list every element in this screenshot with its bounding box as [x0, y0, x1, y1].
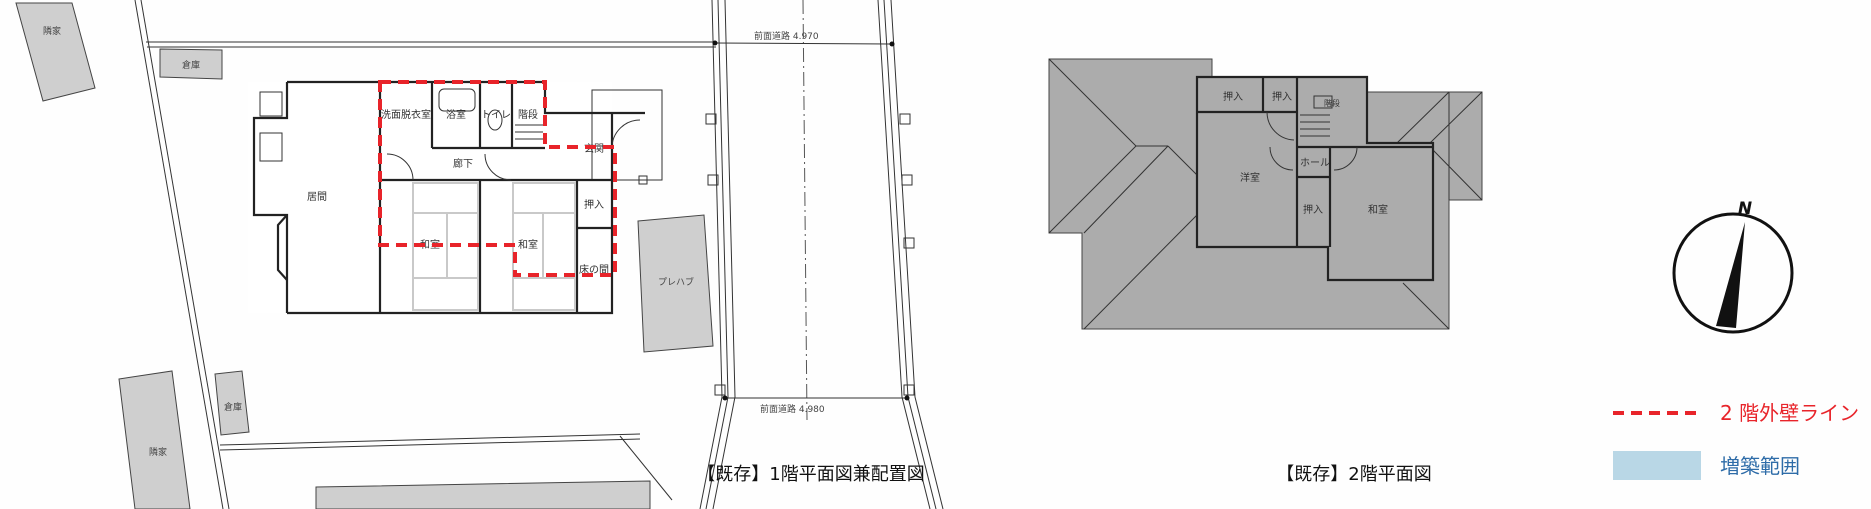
walls-2f [1197, 77, 1433, 247]
plan2-title: 【既存】2階平面図 [1276, 464, 1431, 485]
porch [591, 89, 663, 181]
site-boundary-west-inner [140, 0, 230, 509]
site-boundary-south-inner [219, 438, 641, 451]
building-bottom [315, 480, 651, 509]
roof [1048, 58, 1483, 330]
legend: 2 階外壁ライン 増築範囲 [1613, 401, 1859, 480]
room-closet-2: 押入 [1272, 90, 1292, 103]
north-compass: N [1672, 199, 1794, 334]
tatami-mats [412, 182, 576, 311]
stove [259, 91, 283, 117]
compass-north-label: N [1738, 199, 1752, 219]
house-1f: 居間 洗面脱衣室 浴室 トイレ 階段 廊下 和室 和室 押入 床の間 玄関 [248, 80, 663, 315]
room-bath: 浴室 [446, 108, 466, 121]
storage-label: 倉庫 [224, 401, 242, 413]
room-living: 居間 [307, 191, 327, 203]
door-swing [1269, 146, 1294, 171]
catch-basin [899, 113, 911, 125]
storage-bottom [214, 370, 250, 436]
catch-basin [901, 174, 913, 186]
site-plan: 隣家 倉庫 隣家 倉庫 プレハブ [15, 0, 944, 509]
legend-extension-area: 増築範囲 [1720, 454, 1800, 478]
bathtub [438, 88, 476, 112]
door-swing [1333, 146, 1358, 171]
room-hallway: 廊下 [453, 157, 473, 170]
road-width-dimension-top [714, 42, 893, 45]
compass-circle [1672, 212, 1794, 334]
road-width-bottom: 前面道路 4.980 [760, 403, 825, 415]
site-boundary-west [134, 0, 224, 509]
storage-top [159, 48, 223, 80]
room-closet-3: 押入 [1303, 203, 1323, 216]
entrance-door-swing [611, 119, 641, 149]
toilet-bowl [487, 109, 503, 131]
door-swing [1266, 111, 1295, 141]
catch-basin [714, 384, 726, 396]
catch-basin [903, 237, 915, 249]
plan1-title: 【既存】1階平面図兼配置図 [697, 464, 924, 485]
room-stairs: 階段 [518, 108, 538, 121]
second-floor-outline [378, 80, 617, 277]
roof-hip-lines [1048, 58, 1483, 330]
stair-treads [515, 124, 543, 140]
room-toilet: トイレ [481, 110, 511, 121]
post [638, 175, 648, 185]
legend-swatch-extension [1613, 451, 1701, 480]
room-washitsu-2: 和室 [518, 238, 538, 251]
catch-basin [903, 384, 915, 396]
door-swing [386, 153, 414, 181]
door-swing [484, 153, 512, 181]
road-width-top: 前面道路 4.970 [754, 30, 819, 42]
site-boundary-south [219, 433, 641, 446]
neighbor-house-top [15, 2, 96, 102]
neighbor-house-label: 隣家 [149, 446, 167, 458]
room-hall: ホール [1300, 157, 1330, 169]
room-youshitsu: 洋室 [1240, 171, 1260, 184]
neighbor-house-label: 隣家 [43, 25, 61, 37]
legend-second-floor-wall: 2 階外壁ライン [1720, 401, 1859, 425]
catch-basin [707, 174, 719, 186]
stair-treads-2f [1300, 95, 1333, 137]
second-floor-plan: 押入 押入 階段 ホール 洋室 押入 和室 【既存】2階平面図 [1048, 58, 1483, 485]
neighbor-house-bottom [118, 370, 191, 509]
room-tokonoma: 床の間 [579, 263, 609, 276]
sink [259, 132, 283, 162]
room-closet-1: 押入 [1223, 90, 1243, 103]
room-washroom: 洗面脱衣室 [381, 108, 431, 121]
front-road [699, 0, 944, 509]
house-2f [1195, 75, 1435, 282]
prefab-building [637, 214, 714, 353]
compass-needle-icon [1716, 222, 1745, 328]
prefab-label: プレハブ [658, 276, 694, 288]
storage-label: 倉庫 [182, 59, 200, 71]
room-closet: 押入 [584, 198, 604, 211]
site-boundary-southeast [619, 435, 673, 501]
room-stairs-2f: 階段 [1324, 98, 1340, 108]
room-washitsu-2f: 和室 [1368, 203, 1388, 216]
catch-basin [705, 113, 717, 125]
room-washitsu-1: 和室 [420, 238, 440, 251]
